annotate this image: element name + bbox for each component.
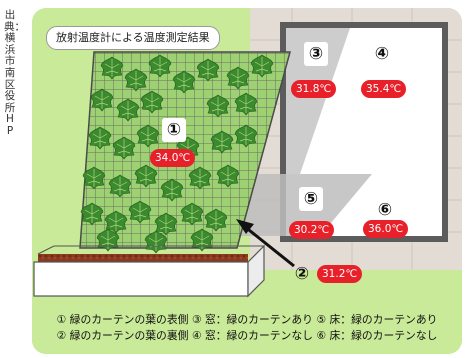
legend-line-2: ② 緑のカーテンの葉の裏側 ④ 窓：緑のカーテンなし ⑥ 床：緑のカーテンなし [56, 329, 438, 342]
point-1-number: ① [162, 118, 186, 142]
point-2-number: ② [294, 264, 310, 284]
point-5-number: ⑤ [299, 187, 323, 211]
point-4-temp: 35.4℃ [361, 80, 407, 98]
point-1-temp: 34.0℃ [150, 149, 196, 167]
point-5-temp: 30.2℃ [289, 221, 335, 239]
point-4-number: ④ [370, 42, 394, 66]
illustration-card: 放射温度計による温度測定結果 ① 34.0℃ ② 31.2℃ ③ 31.8℃ ④… [32, 8, 462, 354]
chart-title: 放射温度計による温度測定結果 [46, 26, 220, 50]
point-6-temp: 36.0℃ [363, 220, 409, 238]
point-3-number: ③ [304, 42, 328, 66]
legend-line-1: ① 緑のカーテンの葉の表側 ③ 窓：緑のカーテンあり ⑤ 床：緑のカーテンあり [56, 313, 438, 326]
point-2-temp: 31.2℃ [317, 265, 363, 283]
arrow-pointer-icon [236, 219, 295, 268]
legend: ① 緑のカーテンの葉の表側 ③ 窓：緑のカーテンあり ⑤ 床：緑のカーテンあり … [32, 312, 462, 344]
measurement-scene [32, 8, 462, 354]
source-note: 出典：横浜市南区役所HP [4, 9, 25, 137]
point-6-number: ⑥ [373, 198, 397, 222]
point-3-temp: 31.8℃ [291, 80, 337, 98]
